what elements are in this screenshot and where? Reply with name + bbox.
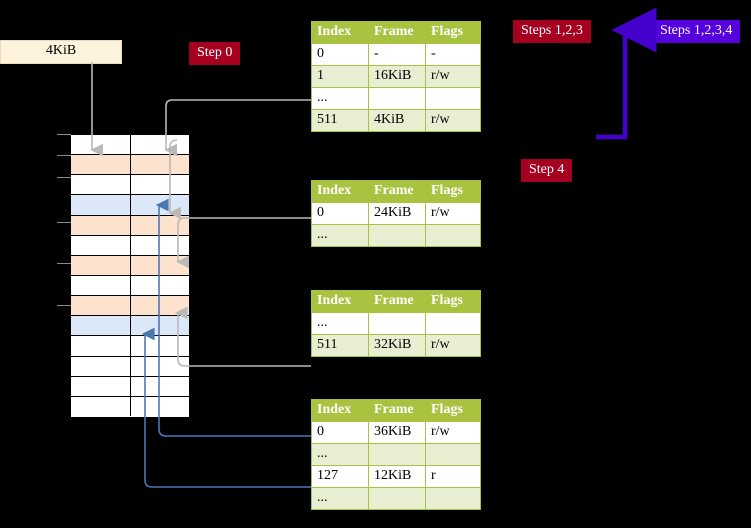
table-cell: r/w xyxy=(425,65,481,88)
grid-tick xyxy=(57,177,71,178)
table-cell: ... xyxy=(311,487,369,510)
column-header-frame: Frame xyxy=(368,21,426,44)
bracket-steps-1234 xyxy=(596,7,657,140)
table-row: ... xyxy=(311,224,481,247)
table-cell xyxy=(368,312,426,335)
grid-tick xyxy=(57,305,71,306)
table-cell: 12KiB xyxy=(368,465,426,488)
table-cell: ... xyxy=(311,87,369,110)
table-cell: 127 xyxy=(311,465,369,488)
table-cell: - xyxy=(368,43,426,66)
table-cell xyxy=(425,312,481,335)
table-cell xyxy=(368,224,426,247)
column-header-frame: Frame xyxy=(368,399,426,422)
table-cell: 511 xyxy=(311,334,369,357)
table-cell: ... xyxy=(311,224,369,247)
column-header-flags: Flags xyxy=(425,399,481,422)
grid-tick xyxy=(57,263,71,264)
step-0-badge: Step 0 xyxy=(189,42,241,65)
table-cell xyxy=(368,487,426,510)
table-cell xyxy=(425,487,481,510)
table-cell: 0 xyxy=(311,43,369,66)
table-cell: ... xyxy=(311,312,369,335)
table-cell: r/w xyxy=(425,109,481,132)
column-header-index: Index xyxy=(311,21,369,44)
table-cell: r/w xyxy=(425,334,481,357)
column-header-flags: Flags xyxy=(425,290,481,313)
steps-123-badge: Steps 1,2,3 xyxy=(513,20,591,43)
table-row: ... xyxy=(311,312,481,335)
table-cell: 32KiB xyxy=(368,334,426,357)
grid-tick xyxy=(57,155,71,156)
steps-1234-badge: Steps 1,2,3,4 xyxy=(652,20,741,43)
table-cell: 0 xyxy=(311,202,369,225)
table-row: ... xyxy=(311,487,481,510)
table-cell: 0 xyxy=(311,421,369,444)
column-header-index: Index xyxy=(311,290,369,313)
column-header-index: Index xyxy=(311,399,369,422)
table-row: 0-- xyxy=(311,43,481,66)
table-cell xyxy=(368,87,426,110)
step-4-badge: Step 4 xyxy=(521,159,573,182)
table-cell xyxy=(425,443,481,466)
arrow-pd-to-grid xyxy=(174,306,311,367)
table-cell: r xyxy=(425,465,481,488)
column-header-flags: Flags xyxy=(425,21,481,44)
table-cell: ... xyxy=(311,443,369,466)
table-cell xyxy=(368,443,426,466)
column-header-flags: Flags xyxy=(425,180,481,203)
grid-tick xyxy=(57,134,71,135)
size-label-4kib: 4KiB xyxy=(0,40,122,64)
table-row: ... xyxy=(311,87,481,110)
table-cell: 16KiB xyxy=(368,65,426,88)
column-header-index: Index xyxy=(311,180,369,203)
table-cell xyxy=(425,224,481,247)
table-cell: r/w xyxy=(425,202,481,225)
table-cell: r/w xyxy=(425,421,481,444)
table-cell: - xyxy=(425,43,481,66)
table-cell xyxy=(425,87,481,110)
column-header-frame: Frame xyxy=(368,180,426,203)
column-header-frame: Frame xyxy=(368,290,426,313)
table-row: ... xyxy=(311,443,481,466)
table-cell: 36KiB xyxy=(368,421,426,444)
arrow-pdpt-to-grid xyxy=(176,217,311,269)
table-cell: 4KiB xyxy=(368,109,426,132)
table-cell: 24KiB xyxy=(368,202,426,225)
table-cell: 1 xyxy=(311,65,369,88)
grid-tick xyxy=(57,222,71,223)
table-cell: 511 xyxy=(311,109,369,132)
memory-grid-divider xyxy=(130,134,131,416)
